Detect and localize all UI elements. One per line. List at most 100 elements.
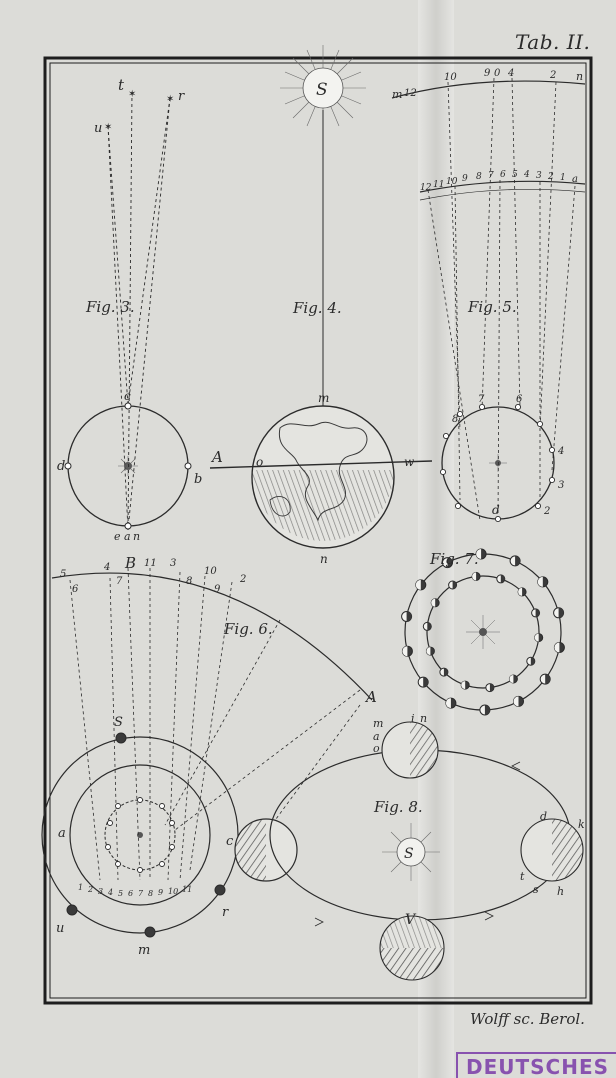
fig7-moon-shade-inner-10 (472, 572, 477, 581)
fig3-point-d: d (57, 459, 65, 474)
figure-5: Fig. 5. m 12 10 9 0 4 2 n 12 11 10 9 8 7… (391, 68, 586, 523)
fig3-point-e: e (114, 530, 121, 543)
fig5-top-12: 12 (404, 88, 417, 99)
fig7-moon-shade-inner-11 (500, 574, 505, 583)
fig5-circle-d: d (492, 503, 500, 517)
fig6-bottom-1: 1 (78, 883, 83, 892)
fig8-point-s: s (533, 883, 539, 896)
fig5-circle-4: 4 (557, 446, 564, 457)
fig3-point-u: u (94, 121, 102, 136)
fig7-moon-shade-inner-8 (431, 598, 436, 607)
fig8-point-h: h (557, 885, 564, 898)
fig8-point-i: i (411, 712, 415, 725)
paper-fold (418, 0, 454, 1078)
fig7-moon-shade-inner-13 (535, 608, 540, 617)
fig6-point-m: m (138, 943, 150, 958)
fig7-moon-shade-outer-4 (445, 698, 451, 709)
fig3-star-r-icon: ✶ (166, 94, 174, 105)
figure-6: Fig. 6. B A S a u m r c 5 4 11 3 8 10 2 … (41, 554, 377, 958)
fig6-middle-orbit (69, 764, 211, 906)
fig6-bottom-8: 8 (148, 889, 153, 898)
fig5-top-2: 2 (549, 70, 556, 81)
fig7-label: Fig. 7. (429, 550, 479, 568)
fig5-inner-scale (419, 180, 586, 193)
fig6-bottom-5: 5 (118, 889, 123, 898)
fig4-sun-letter: S (316, 80, 328, 100)
fig5-mid-12: 12 (420, 183, 432, 193)
fig5-mid-2: 2 (547, 172, 554, 182)
fig8-point-t: t (520, 870, 525, 883)
fig6-point-r: r (222, 905, 229, 920)
fig7-moon-shade-inner-12 (518, 587, 523, 596)
fig6-bottom-3: 3 (98, 887, 103, 896)
fig7-moon-shade-outer-13 (558, 607, 564, 618)
fig5-mid-a: a (572, 174, 578, 185)
fig6-arc-9: 9 (214, 584, 221, 595)
fig6-point-a: a (58, 826, 66, 841)
fig5-mid-5: 5 (512, 170, 518, 180)
fig6-arc-10: 10 (204, 566, 217, 577)
fig7-moon-shade-outer-2 (513, 696, 519, 707)
fig6-bottom-4: 4 (107, 888, 113, 897)
fig5-mid-7: 7 (488, 171, 494, 181)
fig5-circle-3: 3 (558, 480, 564, 491)
fig5-circle-6: 6 (516, 394, 523, 405)
fig4-point-w: w (404, 455, 415, 469)
fig3-label: Fig. 3. (85, 298, 135, 316)
fig8-point-n: n (420, 712, 427, 725)
fig6-point-s: S (114, 715, 123, 730)
fig7-moon-shade-inner-4 (461, 681, 466, 690)
fig5-mid-11: 11 (433, 180, 444, 190)
figure-4: S Fig. 4. A o w m n (209, 45, 433, 566)
fig5-mid-10: 10 (446, 177, 458, 187)
engraver-signature: Wolff sc. Berol. (470, 1010, 585, 1028)
fig3-point-t: t (118, 76, 125, 94)
fig3-point-n: n (133, 530, 140, 543)
fig5-top-0: 0 (494, 68, 501, 79)
fig7-sun-icon (466, 615, 500, 649)
figure-3: ✶ ✶ ✶ Fig. 3. u t r c d b e a n (57, 76, 202, 543)
plate-border (43, 56, 593, 1005)
fig8-point-m: m (373, 717, 383, 730)
fig4-point-m: m (318, 391, 329, 405)
fig6-point-c: c (226, 834, 234, 849)
fig8-point-d: d (540, 810, 547, 823)
fig3-star-t-icon: ✶ (128, 89, 136, 100)
fig5-circle-7: 7 (478, 394, 485, 405)
fig6-bottom-10: 10 (168, 887, 178, 896)
fig6-arc-3: 3 (170, 558, 176, 569)
fig6-outer-orbit (41, 736, 239, 934)
fig6-bottom-9: 9 (158, 888, 163, 897)
fig6-outer-arc (51, 572, 373, 701)
fig7-moon-shade-inner-1 (530, 657, 535, 666)
fig6-arc-7: 7 (116, 576, 123, 587)
fig7-moon-shade-outer-6 (402, 646, 408, 657)
fig6-bottom-6: 6 (128, 889, 133, 898)
fig3-sun-icon (118, 456, 138, 476)
fig4-label: Fig. 4. (292, 299, 342, 317)
fig5-circle-8: 8 (452, 414, 458, 425)
fig5-top-9: 9 (484, 68, 491, 79)
fig5-label: Fig. 5. (467, 298, 517, 316)
fig7-moon-shade-outer-3 (484, 705, 490, 715)
fig5-top-m: m (392, 88, 402, 101)
fig5-outer-scale (391, 80, 586, 99)
fig7-moon-shade-outer-11 (515, 555, 521, 566)
fig8-point-k: k (578, 818, 585, 831)
fig5-mid-9: 9 (462, 174, 468, 184)
fig6-arc-6: 6 (72, 584, 79, 595)
fig5-mid-6: 6 (500, 170, 506, 180)
fig6-arc-2: 2 (239, 574, 246, 585)
fig6-label: Fig. 6. (223, 620, 273, 638)
fig6-bottom-2: 2 (87, 885, 93, 894)
fig3-point-r: r (178, 89, 185, 104)
fig7-moon-shade-outer-8 (415, 579, 421, 590)
fig8-label: Fig. 8. (373, 798, 423, 816)
fig7-moon-shade-outer-1 (545, 674, 551, 685)
fig7-moon-shade-outer-10 (476, 549, 482, 559)
fig6-arc-4: 4 (103, 562, 110, 573)
fig6-point-a-upper: A (364, 688, 377, 706)
fig3-star-u-icon: ✶ (104, 122, 112, 133)
fig4-point-o: o (256, 455, 263, 469)
